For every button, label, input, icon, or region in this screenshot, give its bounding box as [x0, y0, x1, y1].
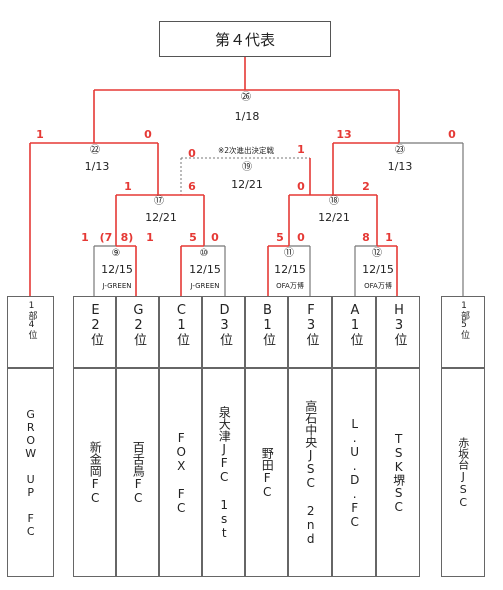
match-11-left-score: 5: [276, 231, 284, 244]
match-22-date: 1/13: [85, 160, 110, 173]
team-name-cell: 赤坂台JSC: [441, 368, 485, 577]
team-name-cell: 高石中央JSC 2nd: [288, 368, 332, 577]
team-name: 百舌鳥FC: [131, 440, 146, 505]
team-rank: D3位: [216, 303, 232, 346]
match-19-date: 12/21: [231, 178, 263, 191]
team-rank-cell: 1部4位: [7, 296, 54, 368]
team-name: GROW UP FC: [24, 407, 38, 538]
match-19-right-score: 1: [297, 143, 305, 156]
match-11-venue: OFA万博: [276, 281, 304, 290]
team-name: L.U.D.FC: [347, 416, 362, 529]
match-12-number: ⑫: [372, 247, 382, 259]
match-23-date: 1/13: [388, 160, 413, 173]
team-rank-cell: 1部5位: [441, 296, 485, 368]
match-17-left-score: 1: [124, 180, 132, 193]
match-23-number: ㉓: [395, 144, 405, 156]
match-12-venue: OFA万博: [364, 281, 392, 290]
team-name: 泉大津JFC 1st: [217, 405, 232, 540]
team-rank: C1位: [173, 303, 189, 346]
team-name-cell: 新金岡FC: [73, 368, 116, 577]
match-19-left-score: 0: [188, 147, 196, 160]
match-18-number: ⑱: [329, 195, 339, 207]
match-12-date: 12/15: [362, 263, 394, 276]
match-10-left-score: 5: [189, 231, 197, 244]
match-10-number: ⑩: [200, 248, 209, 259]
team-rank: H3位: [391, 303, 407, 346]
match-18-right-score: 2: [362, 180, 370, 193]
match-9-right-score: 1: [146, 231, 154, 244]
match-12-left-score: 8: [362, 231, 370, 244]
team-name-cell: L.U.D.FC: [332, 368, 376, 577]
team-rank: A1位: [347, 303, 363, 346]
match-9-venue: J-GREEN: [102, 282, 132, 290]
match-22-number: ㉒: [90, 144, 100, 156]
team-rank: 1部5位: [458, 301, 469, 339]
match-9-date: 12/15: [101, 263, 133, 276]
team-rank: E2位: [87, 303, 103, 346]
team-rank-cell: D3位: [202, 296, 245, 368]
team-rank: 1部4位: [26, 301, 37, 339]
team-name-cell: 泉大津JFC 1st: [202, 368, 245, 577]
match-23-left-score: 13: [336, 128, 351, 141]
match-11-date: 12/15: [274, 263, 306, 276]
match-9-left-pk: (7: [100, 231, 113, 244]
match-26-date: 1/18: [235, 110, 260, 123]
team-rank-cell: E2位: [73, 296, 116, 368]
team-rank: B1位: [259, 303, 275, 346]
match-17-number: ⑰: [154, 195, 164, 207]
team-rank-cell: C1位: [159, 296, 202, 368]
match-9-right-pk: 8): [121, 231, 134, 244]
match-10-right-score: 0: [211, 231, 219, 244]
bracket-title: 第４代表: [159, 21, 331, 57]
match-9-number: ⑨: [112, 248, 121, 259]
match-18-date: 12/21: [318, 211, 350, 224]
match-22-left-score: 1: [36, 128, 44, 141]
match-18-left-score: 0: [297, 180, 305, 193]
team-name: TSK堺SC: [391, 431, 406, 514]
team-name: 野田FC: [260, 446, 275, 499]
match-10-date: 12/15: [189, 263, 221, 276]
team-name-cell: 野田FC: [245, 368, 288, 577]
team-name-cell: FOX FC: [159, 368, 202, 577]
match-17-date: 12/21: [145, 211, 177, 224]
team-rank-cell: G2位: [116, 296, 159, 368]
match-23-right-score: 0: [448, 128, 456, 141]
team-name: 高石中央JSC 2nd: [303, 399, 318, 546]
team-name: FOX FC: [174, 430, 189, 515]
team-rank: F3位: [303, 303, 319, 346]
match-11-number: ⑪: [284, 247, 294, 259]
team-rank-cell: B1位: [245, 296, 288, 368]
team-name: 新金岡FC: [88, 440, 103, 505]
match-19-note: ※2次進出決定戦: [218, 145, 275, 155]
match-22-right-score: 0: [144, 128, 152, 141]
team-rank-cell: F3位: [288, 296, 332, 368]
team-name: 赤坂台JSC: [456, 436, 470, 509]
team-name-cell: TSK堺SC: [376, 368, 420, 577]
team-rank-cell: H3位: [376, 296, 420, 368]
team-name-cell: GROW UP FC: [7, 368, 54, 577]
match-17-right-score: 6: [188, 180, 196, 193]
team-name-cell: 百舌鳥FC: [116, 368, 159, 577]
match-12-right-score: 1: [385, 231, 393, 244]
match-10-venue: J-GREEN: [190, 282, 220, 290]
match-26-number: ㉖: [241, 91, 251, 103]
team-rank: G2位: [130, 303, 146, 346]
match-19-number: ⑲: [242, 161, 252, 173]
match-9-left-score: 1: [81, 231, 89, 244]
bracket-title-text: 第４代表: [214, 30, 275, 49]
team-rank-cell: A1位: [332, 296, 376, 368]
match-11-right-score: 0: [297, 231, 305, 244]
